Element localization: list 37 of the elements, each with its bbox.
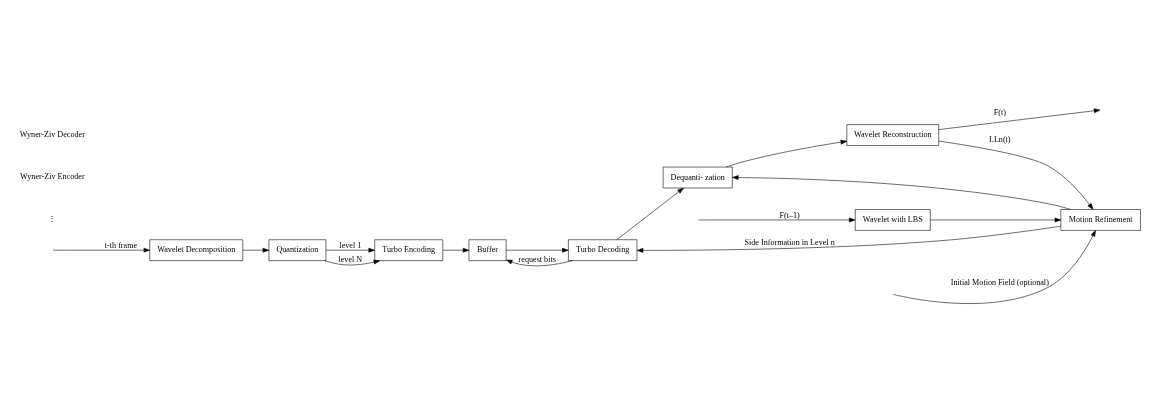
arrow — [616, 187, 684, 240]
arrow — [324, 259, 380, 265]
node-box: Buffer — [468, 238, 507, 261]
arrow — [52, 247, 151, 252]
label: Wyner-Ziv Encoder — [20, 171, 85, 181]
edge-label: Side Information in Level n — [744, 237, 835, 247]
arrow — [930, 217, 1062, 222]
arrow — [505, 247, 569, 252]
node-box: Motion Refinement — [1060, 208, 1141, 231]
edge-label: F(t) — [993, 107, 1006, 117]
node-box: Wavelet with LBS — [855, 208, 931, 231]
node-box: Wavelet Reconstruction — [846, 123, 939, 146]
arrow — [732, 174, 1071, 210]
edge-label: level 1 — [339, 240, 362, 250]
node-box: Turbo Encoding — [374, 238, 444, 261]
node-box: Dequanti- zation — [662, 166, 733, 188]
arrow — [726, 139, 848, 167]
arrow — [505, 259, 573, 266]
label: Wyner-Ziv Decoder — [19, 129, 85, 139]
arrow — [242, 247, 270, 252]
arrow — [636, 225, 1061, 253]
arrow — [442, 247, 470, 252]
edge-label: Initial Motion Field (optional) — [950, 277, 1049, 287]
edge-label: request bits — [518, 254, 556, 264]
arrow — [325, 247, 375, 252]
node-box: Quantization — [268, 238, 327, 261]
edge-label: t-th frame — [104, 240, 138, 250]
edge-label: F(t–1) — [779, 210, 800, 220]
arrow — [938, 140, 1094, 210]
arrow — [698, 217, 856, 222]
node-box: Wavelet Decomposition — [149, 238, 244, 261]
arrow — [938, 107, 1101, 130]
edge-label: LLn(t) — [988, 134, 1011, 144]
edge-label: level N — [338, 254, 363, 264]
node-box: Turbo Decoding — [568, 238, 638, 261]
label: ⋮ — [48, 213, 57, 223]
arrow — [893, 229, 1096, 304]
